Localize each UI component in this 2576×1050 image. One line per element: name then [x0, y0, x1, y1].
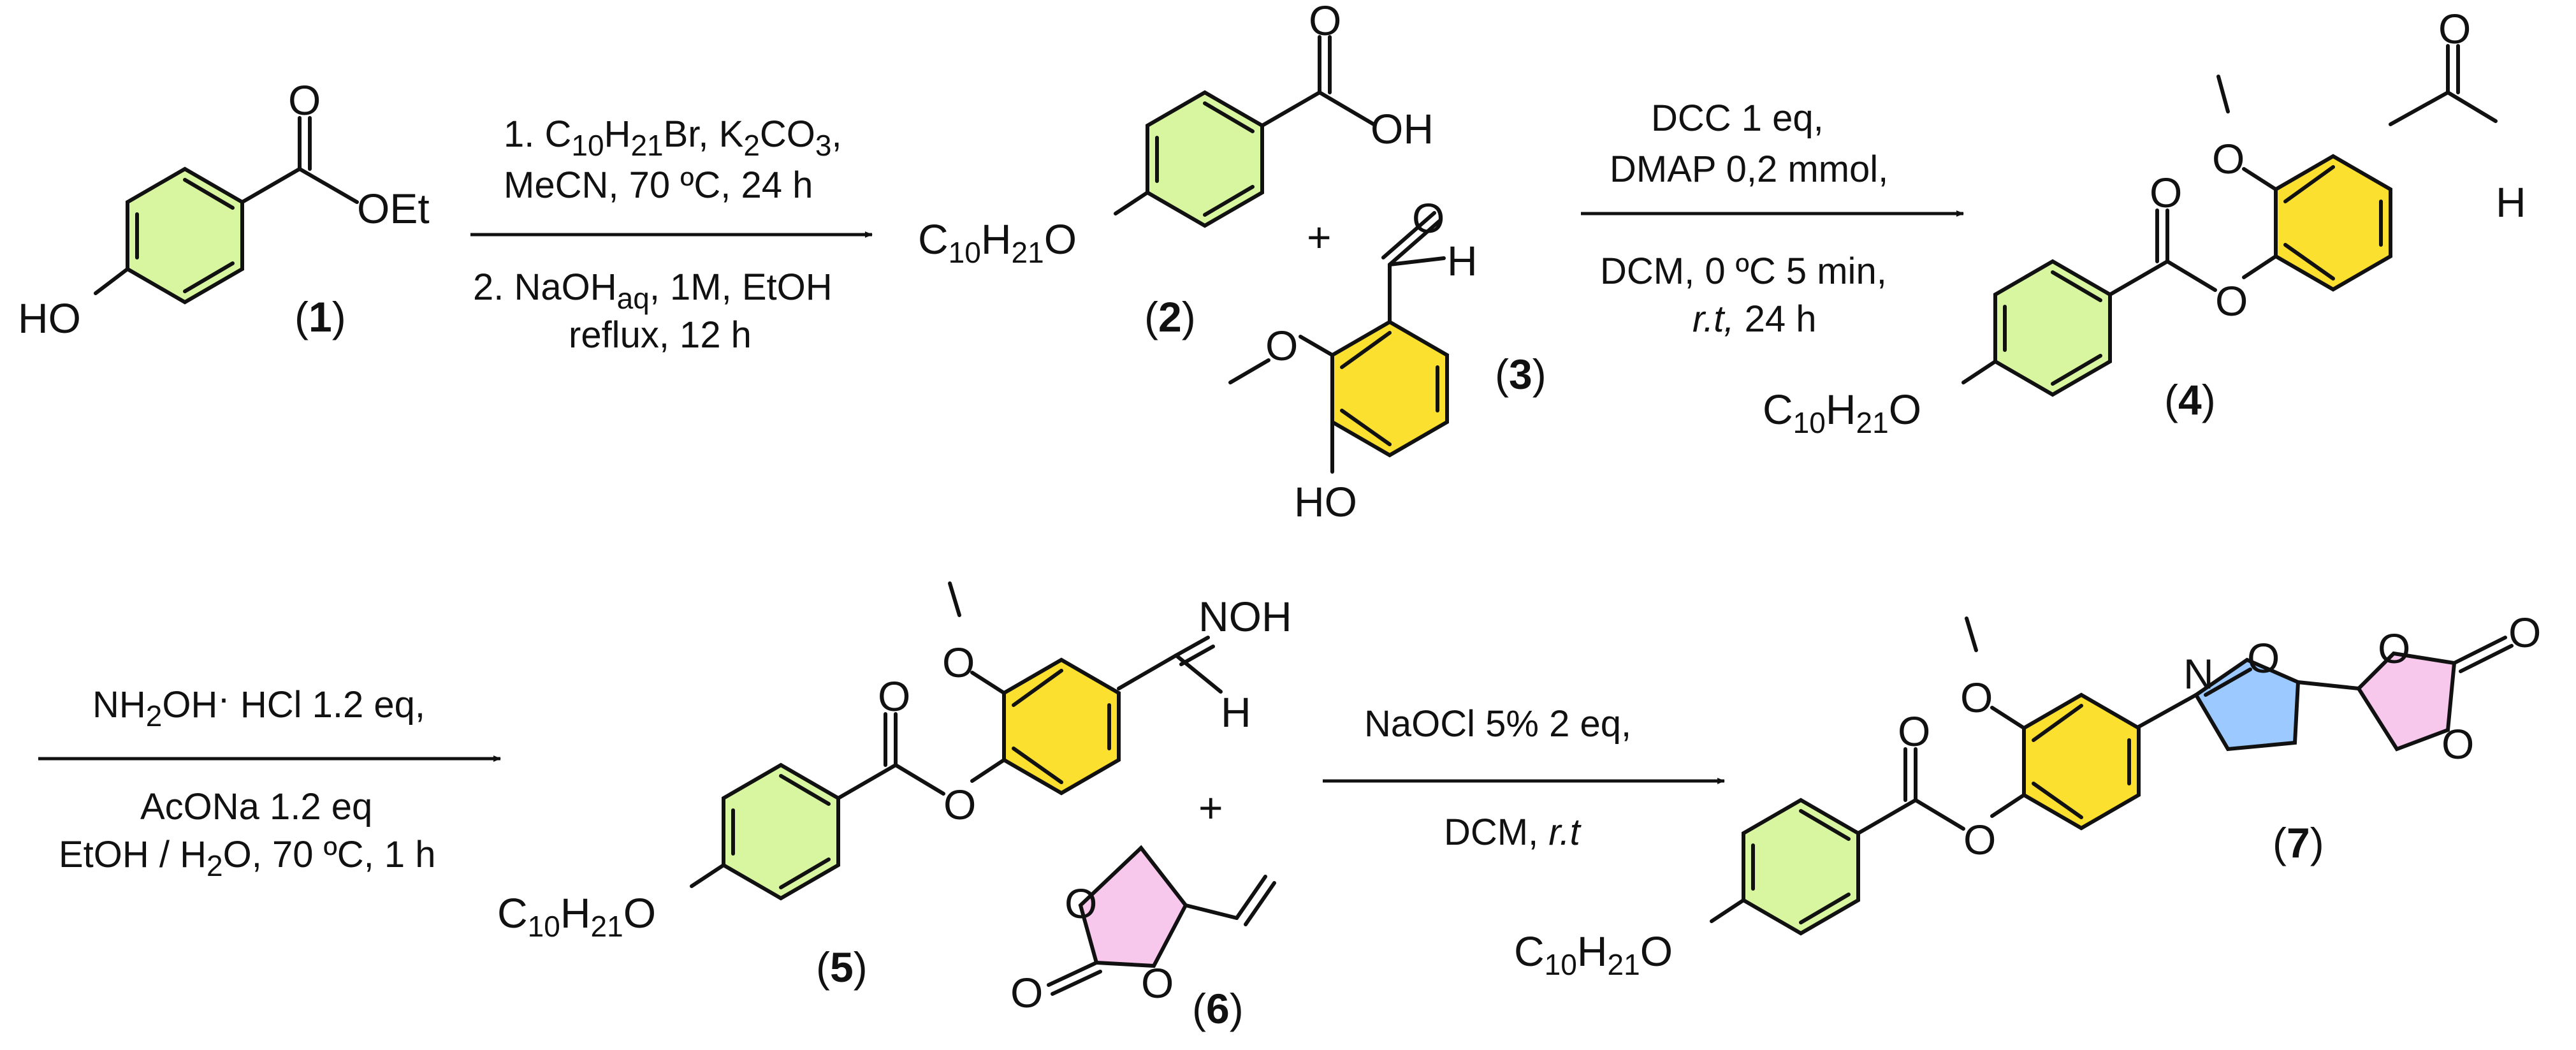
compound-2: O OH C10H21O (2)	[918, 0, 1434, 340]
ring-oxygen-7b: O	[2441, 720, 2474, 768]
benzene-ring-4-yellow	[2274, 154, 2392, 292]
oxime-hydrogen: H	[1221, 689, 1251, 736]
step2-line2: DMAP 0,2 mmol,	[1610, 149, 1888, 190]
aldehyde-hydrogen-4: H	[2496, 179, 2526, 226]
ester-oxygen-4: O	[2215, 277, 2248, 324]
aldehyde-hydrogen-3: H	[1447, 237, 1478, 284]
hydroxyl-group-1: HO	[18, 295, 81, 342]
ethoxy-group: OEt	[357, 185, 430, 232]
compound-label-6: (6)	[1192, 985, 1244, 1032]
step1-line4: reflux, 12 h	[569, 314, 752, 356]
benzene-ring-1	[126, 166, 244, 305]
decyloxy-group-5: C10H21O	[497, 889, 656, 943]
compound-label-3: (3)	[1495, 351, 1546, 398]
carbonyl-oxygen-7: O	[2508, 609, 2541, 656]
compound-7: N O O O O O O O C10H21O (7)	[1514, 609, 2541, 981]
step1-line3: 2. NaOHaq, 1M, EtOH	[473, 266, 833, 315]
methoxy-oxygen-4: O	[2212, 135, 2245, 182]
isoxazoline-oxygen: O	[2247, 634, 2280, 682]
step4-line2: DCM, r.t	[1444, 812, 1582, 853]
dioxolanone-ring-6	[1078, 845, 1188, 968]
benzene-ring-3	[1330, 319, 1449, 458]
step1-line1: 1. C10H21Br, K2CO3,	[504, 113, 842, 162]
compound-6: O O O (6)	[1010, 845, 1276, 1032]
step3-line3: EtOH / H2O, 70 ºC, 1 h	[59, 834, 436, 882]
compound-1: O OEt HO (1)	[18, 77, 430, 342]
ring-oxygen-6a: O	[1065, 880, 1097, 927]
ester-oxygen-7: O	[1963, 816, 1996, 863]
step2-line1: DCC 1 eq,	[1651, 98, 1824, 139]
dioxolanone-ring-7	[2356, 651, 2457, 752]
benzene-ring-7-green	[1742, 798, 1860, 936]
ester-carbonyl-oxygen-5: O	[878, 673, 910, 720]
compound-label-4: (4)	[2164, 376, 2216, 423]
compound-5: NOH H O O O C10H21O (5)	[497, 581, 1292, 991]
hydroxyl-group-3: HO	[1294, 478, 1357, 525]
ester-carbonyl-oxygen-4: O	[2150, 169, 2182, 216]
conditions-step-4: NaOCl 5% 2 eq, DCM, r.t	[1364, 703, 1631, 853]
conditions-step-2: DCC 1 eq, DMAP 0,2 mmol, DCM, 0 ºC 5 min…	[1600, 98, 1888, 340]
carbonyl-oxygen-6: O	[1010, 969, 1043, 1016]
benzene-ring-4-green	[1993, 259, 2112, 397]
step2-line3: DCM, 0 ºC 5 min,	[1600, 251, 1887, 292]
decyloxy-group-2: C10H21O	[918, 215, 1077, 269]
ring-oxygen-6b: O	[1141, 959, 1174, 1007]
conditions-step-1: 1. C10H21Br, K2CO3, MeCN, 70 ºC, 24 h 2.…	[473, 113, 842, 356]
compound-label-2: (2)	[1144, 293, 1196, 340]
plus-sign-1: +	[1307, 214, 1332, 261]
methoxy-oxygen-3: O	[1265, 322, 1298, 369]
compound-label-7: (7)	[2273, 819, 2324, 866]
step3-line1: NH2OH· HCl 1.2 eq,	[92, 678, 425, 733]
methoxy-oxygen-7: O	[1960, 674, 1993, 721]
conditions-step-3: NH2OH· HCl 1.2 eq, AcONa 1.2 eq EtOH / H…	[59, 678, 436, 882]
carbonyl-oxygen-1: O	[288, 77, 321, 124]
compound-label-1: (1)	[295, 293, 346, 340]
step4-line1: NaOCl 5% 2 eq,	[1364, 703, 1631, 745]
step3-line2: AcONa 1.2 eq	[140, 786, 372, 828]
benzene-ring-7-yellow	[2022, 692, 2141, 831]
plus-sign-2: +	[1198, 784, 1223, 831]
carbonyl-oxygen-2: O	[1309, 0, 1341, 44]
decyloxy-group-7: C10H21O	[1514, 928, 1673, 981]
compound-label-5: (5)	[816, 944, 868, 991]
ester-oxygen-5: O	[943, 781, 976, 828]
oxime-noh: NOH	[1198, 593, 1292, 640]
step2-line4: r.t, 24 h	[1692, 298, 1817, 340]
isoxazoline-nitrogen: N	[2183, 650, 2214, 697]
aldehyde-oxygen-4: O	[2438, 5, 2471, 52]
benzene-ring-5-green	[722, 762, 840, 901]
compound-3: O H O HO (3)	[1228, 194, 1546, 525]
benzene-ring-2	[1146, 90, 1264, 228]
ester-carbonyl-oxygen-7: O	[1898, 708, 1930, 755]
ring-oxygen-7a: O	[2378, 625, 2410, 672]
methoxy-oxygen-5: O	[942, 639, 975, 686]
step1-line2: MeCN, 70 ºC, 24 h	[504, 164, 813, 206]
benzene-ring-5-yellow	[1002, 657, 1121, 796]
isoxazoline-ring-7	[2193, 657, 2301, 752]
compound-4: O H O O O C10H21O (4)	[1763, 5, 2526, 439]
carboxylic-oh: OH	[1371, 105, 1434, 152]
decyloxy-group-4: C10H21O	[1763, 386, 1921, 439]
aldehyde-oxygen-3: O	[1412, 194, 1444, 242]
